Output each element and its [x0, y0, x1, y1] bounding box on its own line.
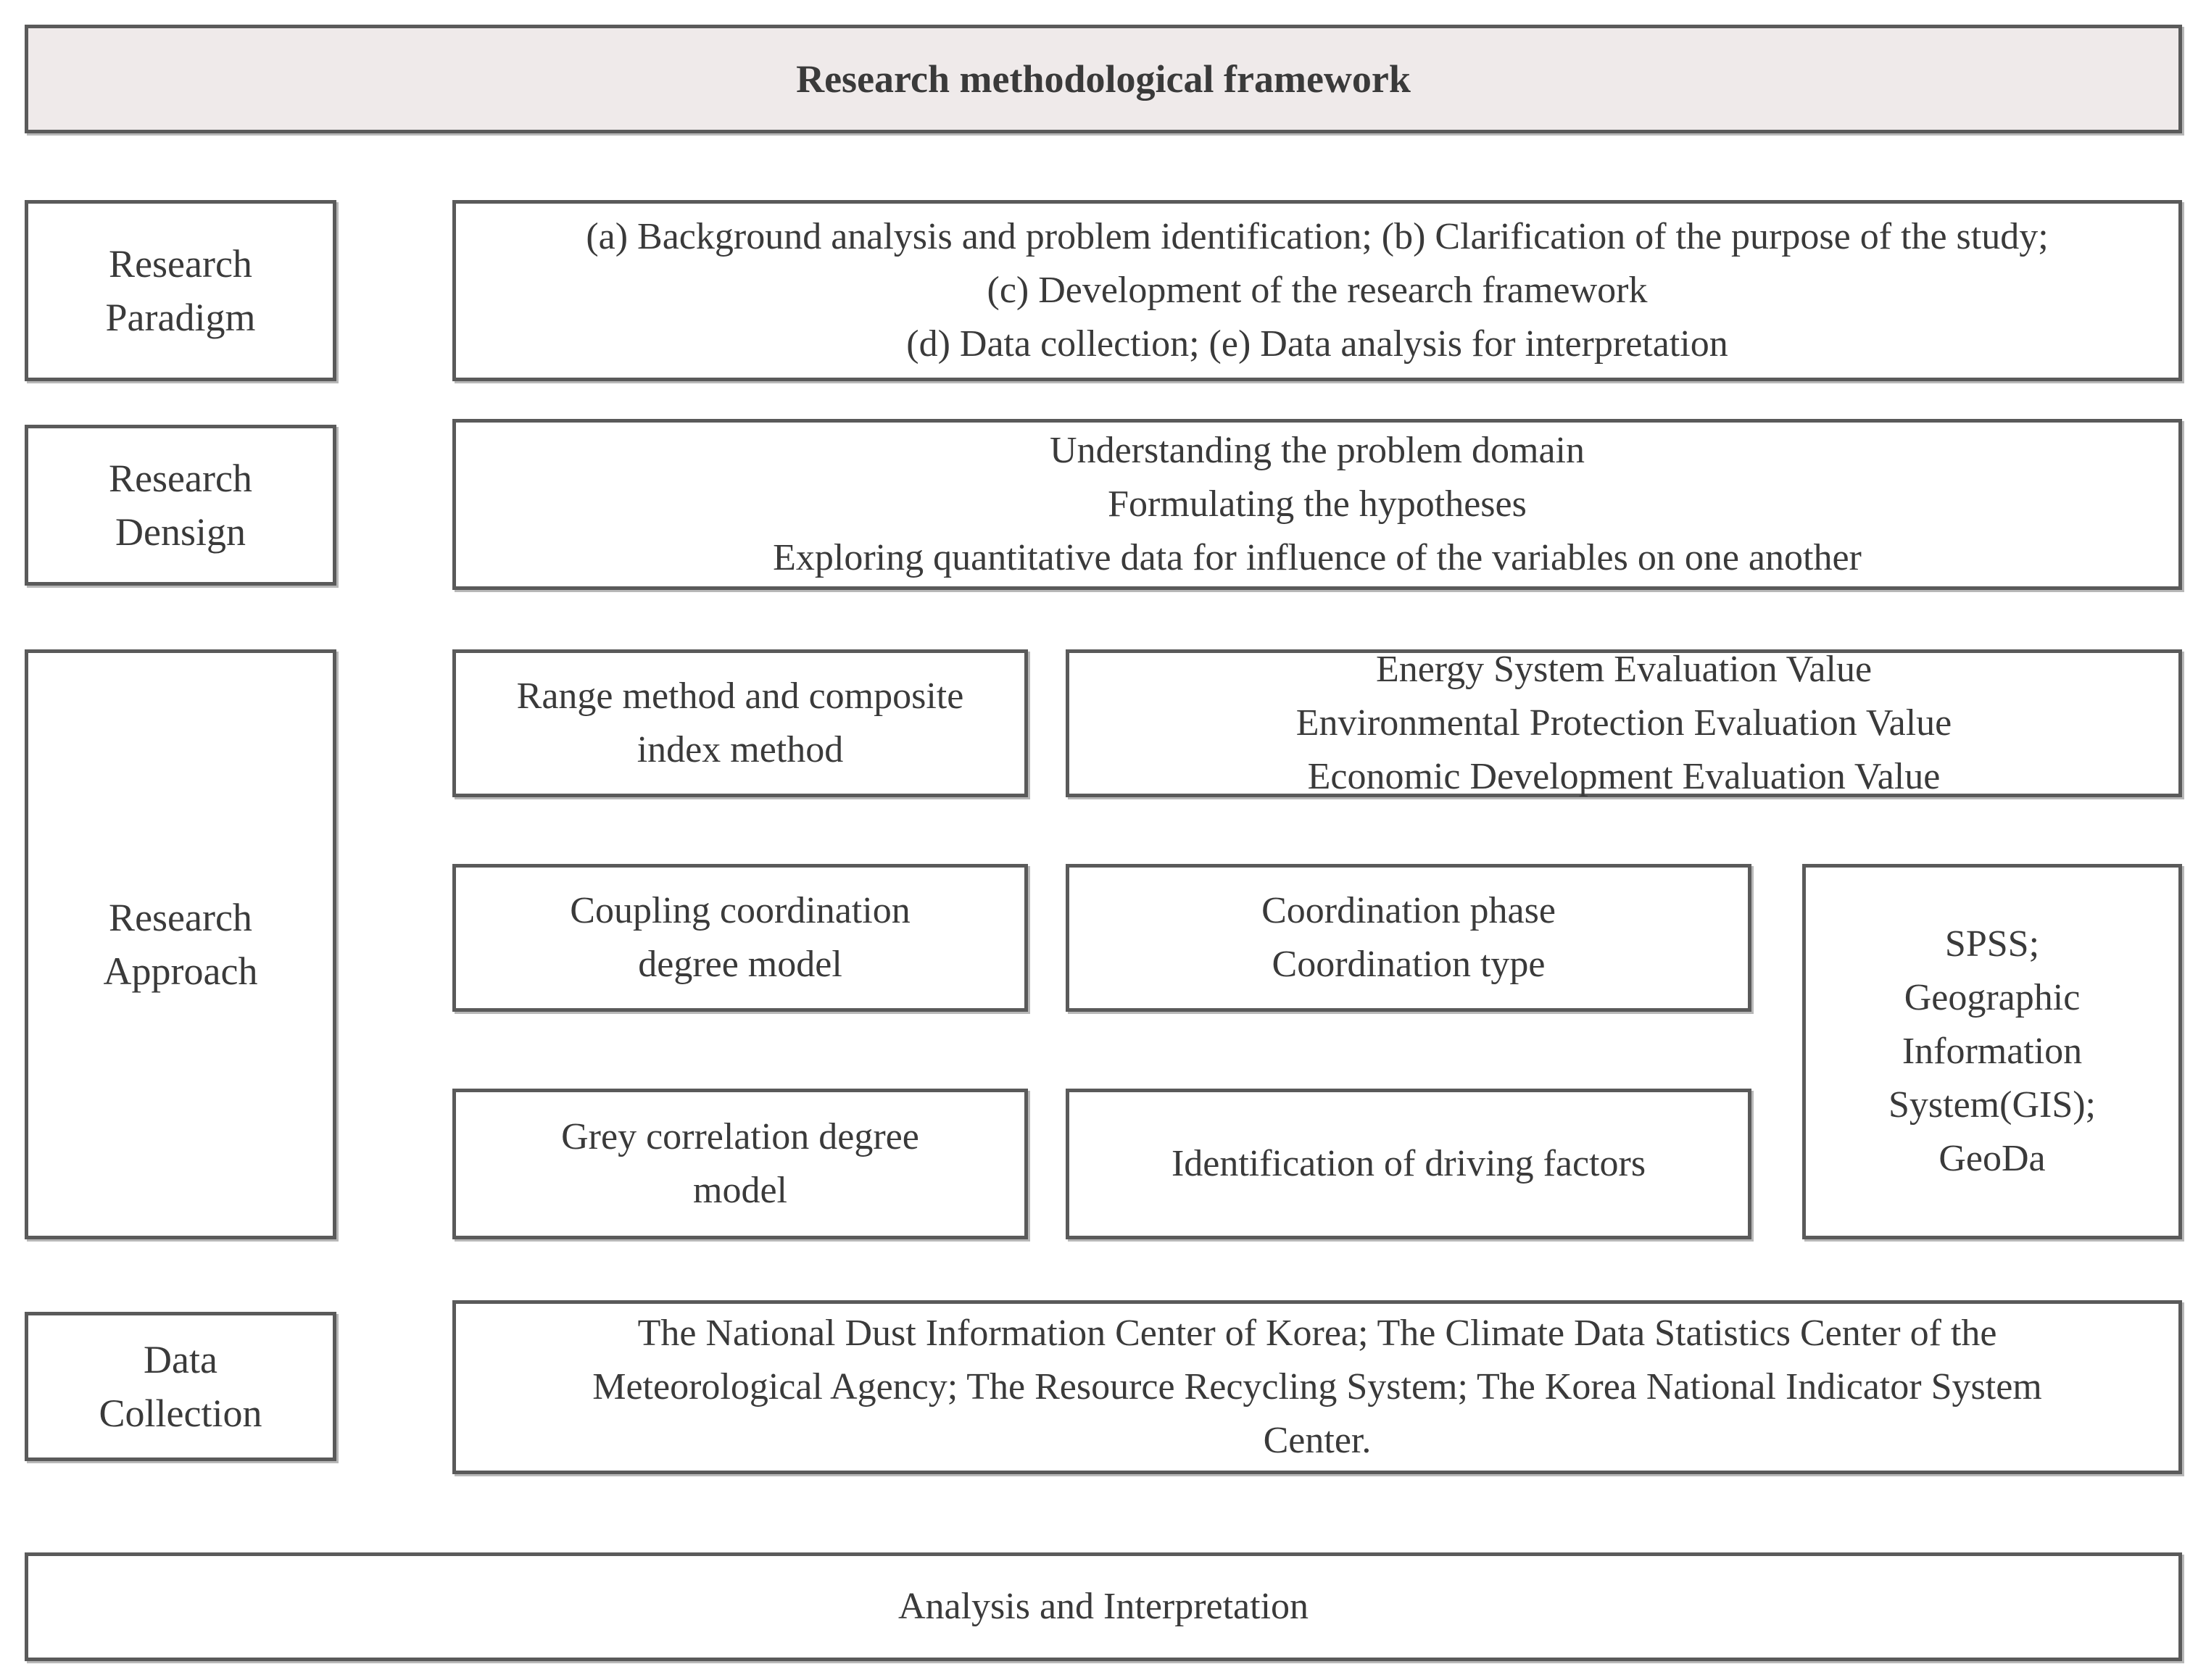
research-paradigm-label-box: Research Paradigm: [25, 200, 336, 381]
coordination-phase-type-box: Coordination phase Coordination type: [1066, 864, 1751, 1012]
environmental-protection-evaluation-value: Environmental Protection Evaluation Valu…: [1295, 702, 1952, 744]
coordination-phase: Coordination phase: [1261, 890, 1556, 931]
research-design-label-box: Research Densign: [25, 425, 336, 586]
paradigm-line-1: (a) Background analysis and problem iden…: [586, 216, 2049, 257]
range-method-box: Range method and composite index method: [452, 649, 1028, 797]
tool-gis-line-3: System(GIS);: [1888, 1084, 2096, 1126]
grey-model-line-2: model: [693, 1170, 787, 1211]
data-source-line-3: Center.: [1263, 1420, 1372, 1461]
data-source-line-2: Meteorological Agency; The Resource Recy…: [592, 1366, 2042, 1407]
coupling-coordination-model-box: Coupling coordination degree model: [452, 864, 1028, 1012]
research-approach-label-line-2: Approach: [103, 949, 258, 993]
design-line-3: Exploring quantitative data for influenc…: [773, 537, 1862, 578]
range-method-line-2: index method: [636, 729, 844, 770]
coupling-model-line-2: degree model: [638, 944, 842, 985]
data-collection-label-line-2: Collection: [99, 1392, 262, 1435]
research-design-content-box: Understanding the problem domain Formula…: [452, 419, 2182, 590]
economic-development-evaluation-value: Economic Development Evaluation Value: [1307, 756, 1941, 797]
design-line-1: Understanding the problem domain: [1050, 430, 1585, 471]
research-paradigm-content-box: (a) Background analysis and problem iden…: [452, 200, 2182, 381]
research-design-label-line-2: Densign: [115, 510, 246, 554]
evaluation-values-box: Energy System Evaluation Value Environme…: [1066, 649, 2182, 797]
coupling-model-line-1: Coupling coordination: [570, 890, 911, 931]
tool-geoda: GeoDa: [1938, 1138, 2046, 1179]
paradigm-line-3: (d) Data collection; (e) Data analysis f…: [906, 323, 1728, 365]
design-line-2: Formulating the hypotheses: [1108, 483, 1527, 525]
data-collection-label-line-1: Data: [144, 1338, 217, 1381]
grey-correlation-model-box: Grey correlation degree model: [452, 1089, 1028, 1239]
framework-title-box: Research methodological framework: [25, 25, 2182, 133]
analysis-tools-box: SPSS; Geographic Information System(GIS)…: [1802, 864, 2182, 1239]
framework-title: Research methodological framework: [796, 57, 1411, 101]
range-method-line-1: Range method and composite: [516, 675, 964, 717]
coordination-type: Coordination type: [1272, 944, 1546, 985]
research-paradigm-label-line-1: Research: [109, 242, 252, 286]
analysis-interpretation-box: Analysis and Interpretation: [25, 1552, 2182, 1661]
research-approach-label-box: Research Approach: [25, 649, 336, 1239]
tool-spss: SPSS;: [1944, 923, 2040, 965]
paradigm-line-2: (c) Development of the research framewor…: [987, 270, 1648, 311]
research-approach-label-line-1: Research: [109, 896, 252, 939]
data-source-line-1: The National Dust Information Center of …: [637, 1313, 1997, 1354]
data-collection-content-box: The National Dust Information Center of …: [452, 1300, 2182, 1474]
data-collection-label-box: Data Collection: [25, 1312, 336, 1461]
energy-system-evaluation-value: Energy System Evaluation Value: [1375, 649, 1873, 690]
tool-gis-line-1: Geographic: [1904, 977, 2081, 1018]
tool-gis-line-2: Information: [1902, 1031, 2083, 1072]
analysis-interpretation-text: Analysis and Interpretation: [897, 1586, 1309, 1627]
driving-factors-text: Identification of driving factors: [1171, 1143, 1646, 1184]
research-paradigm-label-line-2: Paradigm: [105, 296, 256, 339]
research-design-label-line-1: Research: [109, 457, 252, 500]
grey-model-line-1: Grey correlation degree: [561, 1116, 919, 1157]
driving-factors-box: Identification of driving factors: [1066, 1089, 1751, 1239]
